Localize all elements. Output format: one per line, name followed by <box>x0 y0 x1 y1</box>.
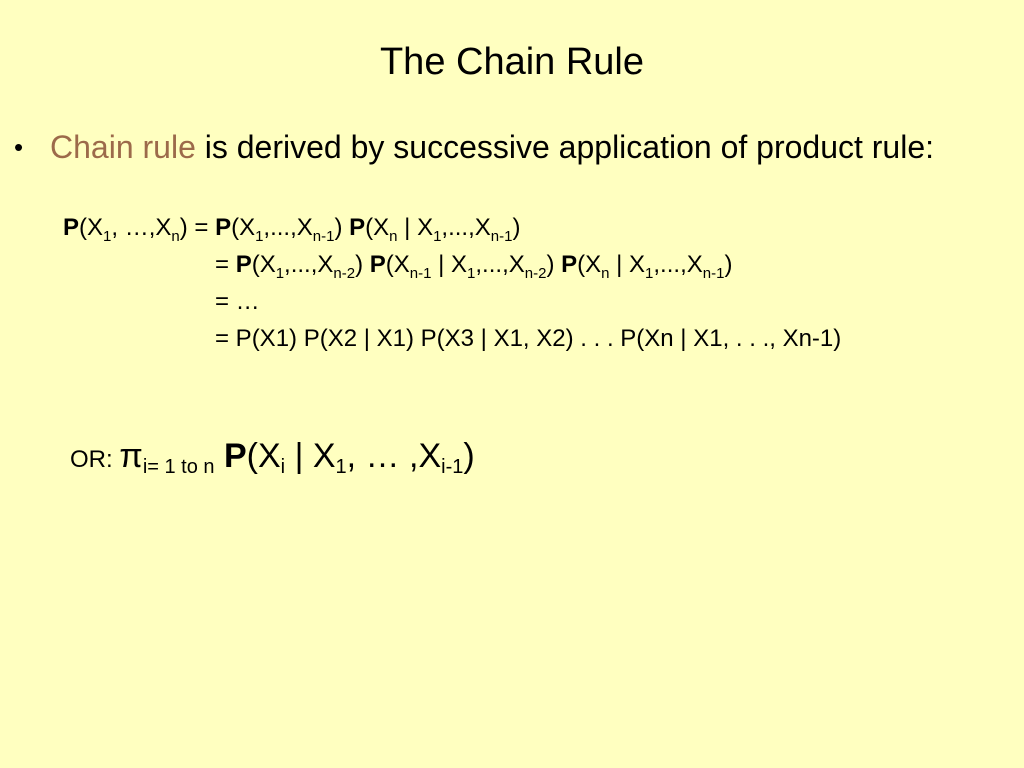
eq-text: ) <box>355 251 370 278</box>
eq-text: ) <box>546 251 562 278</box>
eq-text: ) <box>334 214 350 241</box>
bullet-text: Chain rule is derived by successive appl… <box>50 128 1000 166</box>
prob-p: P <box>349 214 366 241</box>
formula-sub: i-1 <box>441 455 464 478</box>
formula-text: | X <box>285 437 336 475</box>
eq-text: ,...,X <box>653 251 703 278</box>
eq-text: ,...,X <box>441 214 491 241</box>
eq-text: | X <box>397 214 434 241</box>
eq-text: (X <box>79 214 104 241</box>
prob-p: P <box>63 214 80 241</box>
eq-sub: 1 <box>255 227 264 245</box>
prob-p: P <box>235 251 252 278</box>
prob-p: P <box>561 251 578 278</box>
eq-text: (X <box>251 251 276 278</box>
bullet-item: • Chain rule is derived by successive app… <box>14 128 1004 166</box>
eq-sub: 1 <box>467 264 476 282</box>
pi-subscript: i= 1 to n <box>142 455 215 478</box>
highlight-term: Chain rule <box>50 129 196 165</box>
formula-sub: 1 <box>335 455 347 478</box>
formula-space <box>215 437 224 475</box>
eq-sub: n-1 <box>702 264 725 282</box>
eq-sub: n-2 <box>524 264 547 282</box>
formula-text: (X <box>246 437 281 475</box>
eq-text: ,...,X <box>263 214 313 241</box>
eq-text: (X <box>365 214 390 241</box>
eq-text: ) <box>512 214 521 241</box>
eq-sub: 1 <box>103 227 112 245</box>
bullet-body: is derived by successive application of … <box>195 129 935 165</box>
eq-text: (X <box>385 251 410 278</box>
equation-line-3: = … <box>215 288 260 315</box>
eq-text: ) = <box>179 214 216 241</box>
eq-text: (X <box>577 251 602 278</box>
equation-line-2: = P(X1,...,Xn-2) P(Xn-1 | X1,...,Xn-2) P… <box>215 250 733 282</box>
slide-title: The Chain Rule <box>379 41 645 83</box>
eq-sub: 1 <box>645 264 654 282</box>
prob-p: P <box>369 251 386 278</box>
eq-sub: 1 <box>433 227 442 245</box>
prob-p: P <box>223 437 247 475</box>
eq-text: = <box>215 251 236 278</box>
formula-sub: i <box>280 455 286 478</box>
eq-sub: n <box>601 264 610 282</box>
formula-text: , … ,X <box>346 437 442 475</box>
eq-sub: n-1 <box>312 227 335 245</box>
equation-line-4: = P(X1) P(X2 | X1) P(X3 | X1, X2) . . . … <box>215 325 842 352</box>
bullet-dot-icon: • <box>14 132 24 162</box>
eq-sub: n-1 <box>490 227 513 245</box>
eq-text: | X <box>609 251 646 278</box>
equation-line-1: P(X1, …,Xn) = P(X1,...,Xn-1) P(Xn | X1,.… <box>63 213 521 245</box>
product-formula: OR: πi= 1 to n P(Xi | X1, … ,Xi-1) <box>70 434 475 482</box>
prob-p: P <box>215 214 232 241</box>
eq-text: , …,X <box>111 214 172 241</box>
eq-sub: n-1 <box>409 264 432 282</box>
pi-symbol: π <box>119 437 143 475</box>
eq-text: ,...,X <box>475 251 525 278</box>
or-label: OR: <box>70 446 120 473</box>
eq-text: ,...,X <box>284 251 334 278</box>
eq-text: (X <box>231 214 256 241</box>
eq-sub: n <box>171 227 180 245</box>
eq-sub: n <box>389 227 398 245</box>
eq-text: ) <box>724 251 733 278</box>
eq-text: | X <box>431 251 468 278</box>
eq-sub: n-2 <box>333 264 356 282</box>
eq-sub: 1 <box>275 264 285 282</box>
formula-text: ) <box>463 437 475 475</box>
